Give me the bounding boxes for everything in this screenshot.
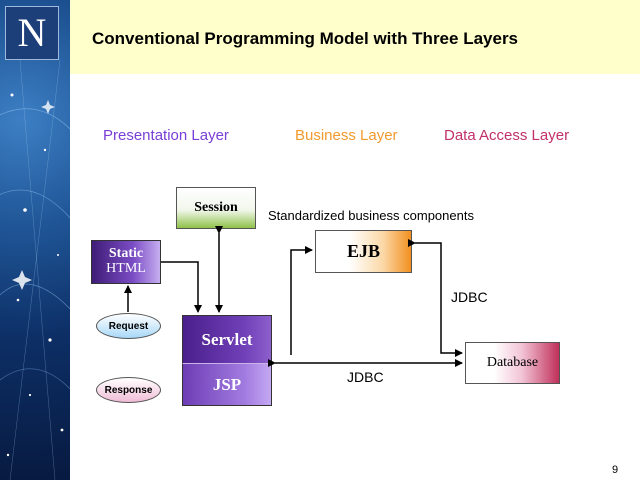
star-map-graphic bbox=[0, 59, 70, 480]
response-label: Response bbox=[104, 384, 153, 396]
database-label: Database bbox=[486, 354, 539, 370]
presentation-layer-label: Presentation Layer bbox=[103, 127, 229, 144]
business-layer-label: Business Layer bbox=[295, 127, 398, 144]
response-oval: Response bbox=[96, 377, 161, 403]
slide-title: Conventional Programming Model with Thre… bbox=[92, 29, 519, 48]
request-oval: Request bbox=[96, 313, 161, 339]
ejb-database-arrow bbox=[408, 239, 463, 357]
static-html-box: Static HTML bbox=[91, 240, 161, 284]
page-number: 9 bbox=[612, 464, 619, 476]
static-html-servlet-arrow bbox=[161, 261, 202, 313]
jsp-box: JSP bbox=[182, 363, 272, 406]
data-access-layer-label: Data Access Layer bbox=[444, 127, 570, 144]
servlet-box: Servlet bbox=[182, 315, 272, 363]
jsp-label: JSP bbox=[212, 374, 242, 394]
static-html-line1: Static bbox=[108, 246, 144, 262]
decorative-sidebar: N bbox=[0, 0, 70, 480]
session-label: Session bbox=[194, 199, 238, 215]
ejb-box: EJB bbox=[315, 230, 412, 273]
standardized-components-label: Standardized business components bbox=[268, 208, 474, 223]
ejb-label: EJB bbox=[346, 241, 380, 262]
servlet-label: Servlet bbox=[201, 329, 253, 349]
session-box: Session bbox=[176, 187, 256, 229]
database-box: Database bbox=[465, 342, 560, 384]
netscape-logo: N bbox=[5, 6, 59, 60]
title-banner: Conventional Programming Model with Thre… bbox=[70, 0, 640, 74]
jdbc-lower-label: JDBC bbox=[347, 369, 384, 385]
request-label: Request bbox=[108, 320, 149, 332]
static-html-line2: HTML bbox=[106, 261, 146, 276]
servlet-ejb-arrow bbox=[290, 246, 313, 355]
